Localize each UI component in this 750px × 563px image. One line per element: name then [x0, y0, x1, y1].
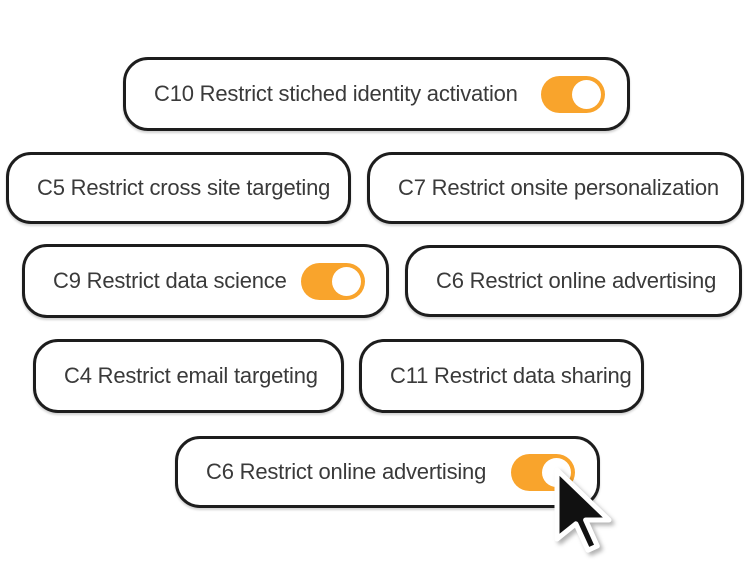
- consent-pill-label: C6 Restrict online advertising: [206, 459, 487, 484]
- consent-pill-c5-cross-site-targeting: C5 Restrict cross site targeting: [6, 152, 351, 224]
- consent-pill-label: C11 Restrict data sharing: [390, 363, 632, 388]
- toggle-switch-c10[interactable]: [541, 75, 605, 113]
- consent-pill-c11-data-sharing: C11 Restrict data sharing: [359, 339, 644, 413]
- consent-pill-c6-online-advertising: C6 Restrict online advertising: [405, 245, 742, 317]
- consent-pill-label: C6 Restrict online advertising: [436, 268, 717, 293]
- consent-pill-c6-online-advertising-bottom: C6 Restrict online advertising: [175, 436, 600, 508]
- consent-pill-c9-data-science: C9 Restrict data science: [22, 244, 389, 318]
- consent-pill-c7-onsite-personalization: C7 Restrict onsite personalization: [367, 152, 744, 224]
- toggle-switch-c9[interactable]: [300, 262, 365, 300]
- consent-pill-label: C5 Restrict cross site targeting: [37, 175, 331, 200]
- toggle-knob: [331, 266, 361, 296]
- toggle-switch-c6[interactable]: [511, 453, 575, 491]
- consent-pill-label: C4 Restrict email targeting: [64, 363, 318, 388]
- consent-pill-label: C9 Restrict data science: [53, 268, 287, 293]
- consent-pill-label: C10 Restrict stiched identity activation: [154, 81, 518, 106]
- toggle-knob: [542, 457, 571, 487]
- toggle-knob: [572, 79, 601, 109]
- consent-pill-c10-stitched-identity-activation: C10 Restrict stiched identity activation: [123, 57, 630, 131]
- consent-pill-label: C7 Restrict onsite personalization: [398, 175, 719, 200]
- consent-pill-c4-email-targeting: C4 Restrict email targeting: [33, 339, 344, 413]
